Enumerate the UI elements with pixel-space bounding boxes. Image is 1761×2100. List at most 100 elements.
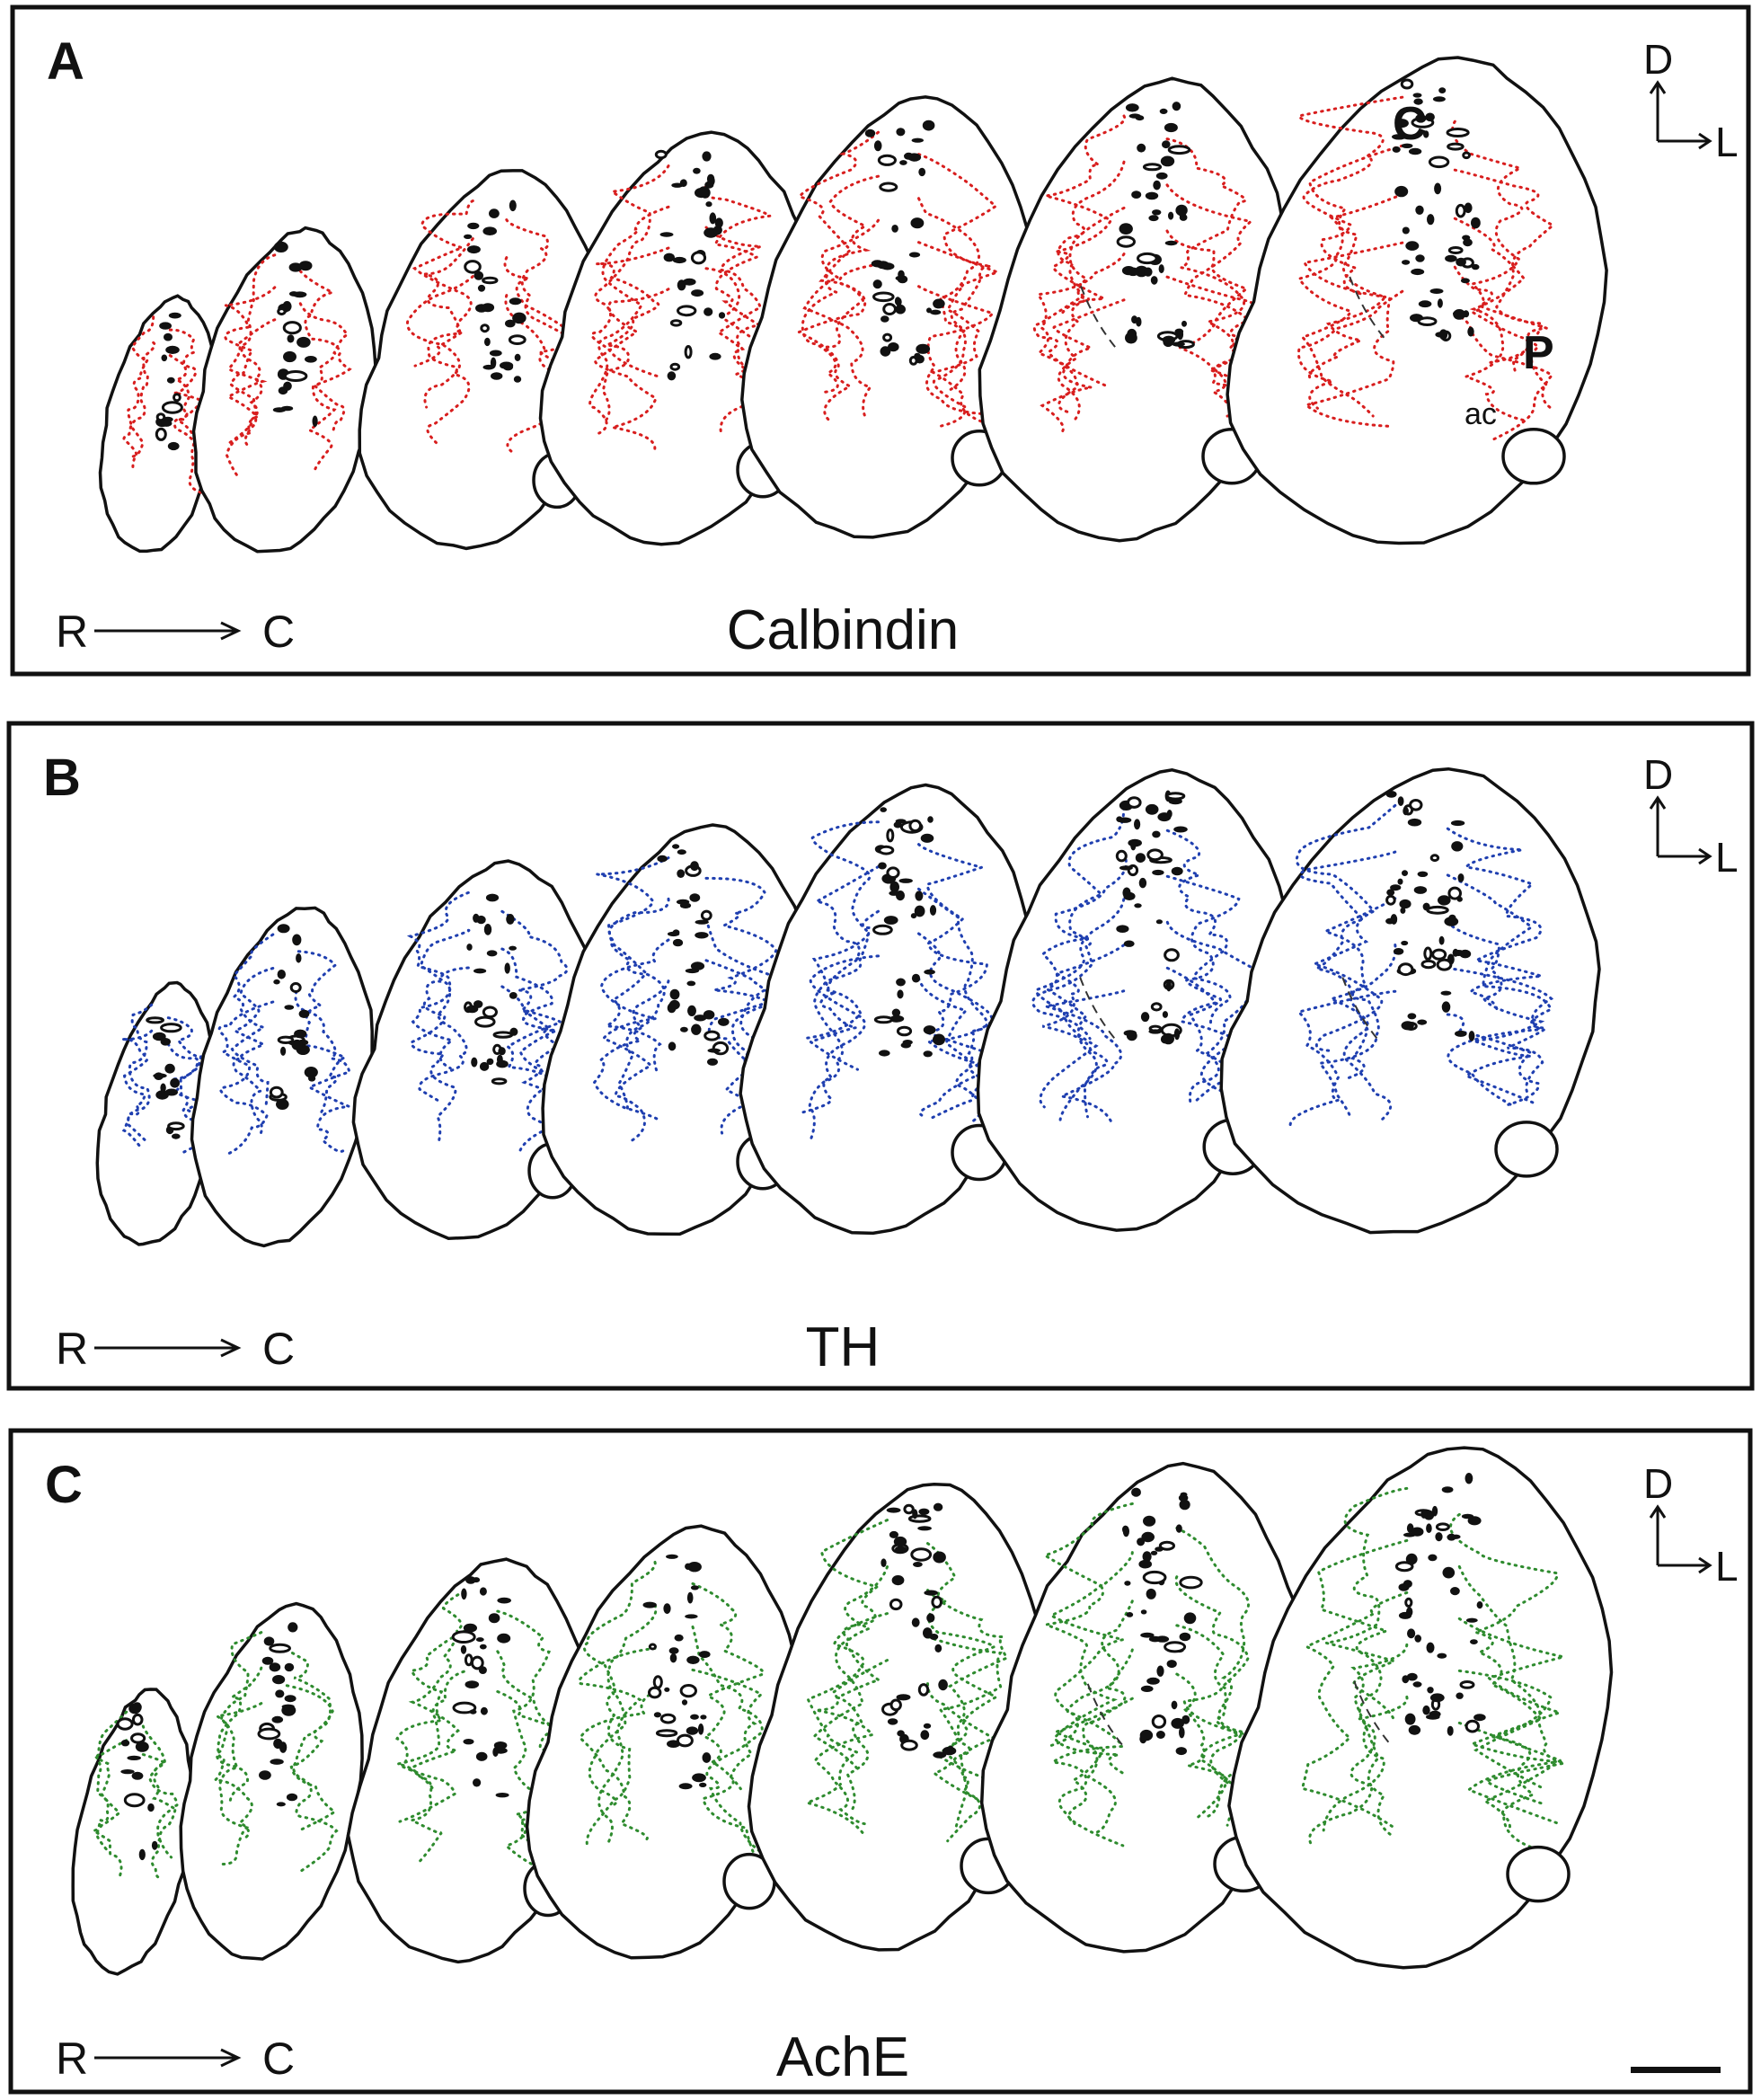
fiber-bundle [293,291,307,298]
fiber-bundle [702,1752,712,1763]
fiber-bundle [886,866,900,880]
fiber-bundle [1411,819,1418,826]
fiber-bundle [1175,1524,1182,1533]
fiber-bundle [480,1706,488,1715]
fiber-bundle [1155,919,1163,925]
fiber-bundle [934,1644,942,1653]
fiber-bundle [1461,1513,1474,1520]
fiber-bundle [461,1588,467,1600]
stain-contour [1045,114,1127,318]
fiber-bundle [689,893,701,902]
fiber-bundle [655,1729,678,1738]
fiber-bundle [283,370,308,382]
stain-contour [166,1016,203,1135]
fiber-bundle [1448,914,1456,922]
fiber-bundle [497,1597,511,1604]
fiber-bundle [889,891,899,896]
dashed-tract [1086,1683,1125,1748]
fiber-bundle [1385,791,1397,798]
fiber-bundle [495,1793,509,1798]
rostral-label: R [56,1324,88,1374]
stain-contour [1165,828,1232,1029]
lateral-arrow [1658,132,1712,150]
fiber-bundle [653,1712,662,1718]
fiber-bundle [1175,204,1188,217]
fiber-bundle [703,1010,715,1020]
stain-contour [121,1029,154,1147]
stain-contour [285,1648,337,1832]
fiber-bundle [1452,948,1459,957]
fiber-bundle [677,305,697,317]
fiber-bundle [276,1098,289,1110]
putamen-label: P [1523,327,1554,379]
fiber-bundle [1124,1581,1131,1586]
fiber-bundle [1453,310,1467,317]
fiber-bundle [920,833,934,843]
fiber-bundle [492,1031,514,1039]
fiber-bundle [1401,940,1409,946]
stain-contour [1057,206,1126,424]
fiber-bundle [509,945,517,951]
stain-contour [585,1603,658,1849]
fiber-bundle [889,881,899,893]
fiber-bundle [1177,328,1184,341]
stain-contour [1446,873,1553,1095]
fiber-bundle [1386,889,1395,896]
fiber-bundle [1145,191,1159,200]
stain-contour [578,1689,657,1841]
brain-section-4 [541,823,815,1236]
brain-section-1 [98,294,222,554]
fiber-bundle [896,978,906,987]
stain-contour [1317,897,1397,1118]
fiber-bundle [1435,1522,1450,1531]
fiber-bundle [1159,108,1168,114]
fiber-bundle [668,1041,677,1051]
fiber-bundle [1463,238,1473,247]
fiber-bundle [287,334,295,343]
section-outline [179,1601,364,1961]
fiber-bundle [922,120,935,131]
stain-contour [500,909,569,1091]
stain-contour [1040,298,1126,436]
fiber-bundle [1464,202,1473,214]
fiber-bundle [1400,907,1406,914]
stain-contour [917,887,988,1122]
fiber-bundle [912,1509,918,1520]
fiber-bundle [464,234,473,239]
fiber-bundle [291,1039,303,1050]
fiber-bundle [465,1680,480,1688]
fiber-bundle [1140,1012,1150,1023]
fiber-bundle [683,278,696,286]
fiber-bundle [131,1771,144,1780]
fiber-bundle [1417,316,1438,327]
fiber-bundle [479,1644,487,1650]
fiber-bundle [702,151,712,162]
fiber-bundle [135,1741,149,1752]
fiber-bundle [687,1005,696,1016]
fiber-bundle [1181,320,1187,327]
fiber-bundle [900,1041,911,1049]
stain-contour [1045,989,1126,1123]
fiber-bundle [879,182,898,192]
panel-border [8,1428,1753,2095]
stain-contour [1174,1575,1255,1820]
fiber-bundle [261,1656,274,1665]
fiber-bundle [1438,87,1447,93]
fiber-bundle [933,1551,946,1564]
fiber-bundle [288,1622,298,1633]
fiber-bundle [1116,925,1129,933]
fiber-bundle [1411,268,1425,276]
stain-contour [1449,1512,1559,1790]
fiber-bundle [281,1705,296,1716]
stain-contour [1049,1599,1134,1847]
stain-contour [1051,1697,1134,1825]
stain-contour [1035,253,1126,414]
fiber-bundle [161,420,173,427]
stain-contour [500,947,563,1133]
fiber-bundle [485,893,500,902]
stain-contour [1175,1672,1228,1820]
fiber-bundle [294,1029,307,1039]
fiber-bundle [1397,878,1403,885]
brain-section-7 [1227,1446,1614,1970]
